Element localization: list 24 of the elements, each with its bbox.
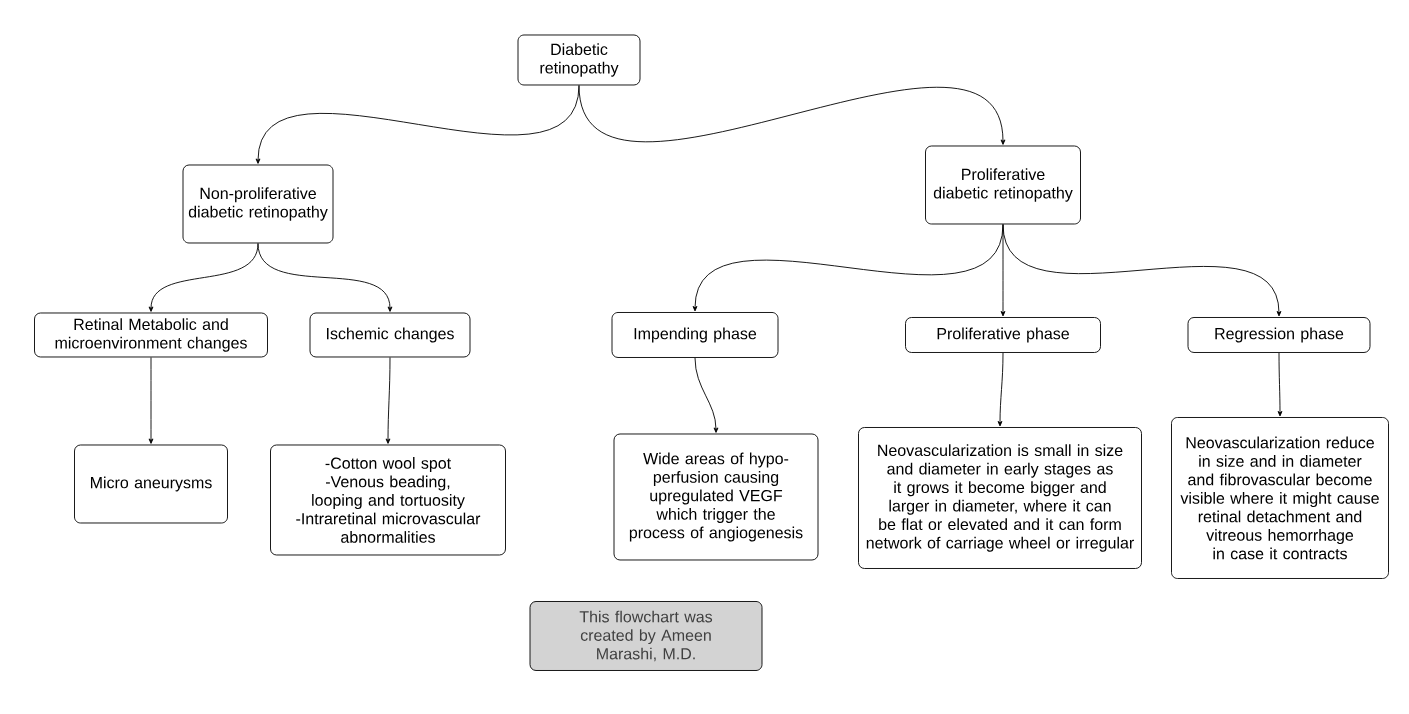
category-box: Ischemic changes [309, 312, 471, 358]
category-box: Impending phase [611, 312, 779, 358]
category-box: Proliferative diabetic retinopathy [925, 145, 1081, 225]
credit-box: This flowchart was created by Ameen Marashi, M.D. [529, 601, 763, 671]
arrow [148, 357, 154, 444]
description-box: -Cotton wool spot -Venous beading, looping and tortuosity -Intraretinal microvascular abnormalities [270, 444, 506, 556]
arrow [1002, 224, 1282, 317]
arrow [578, 85, 1006, 145]
category-box: Retinal Metabolic and microenvironment changes [34, 312, 268, 358]
arrow [997, 352, 1004, 427]
description-box: Micro aneurysms [74, 444, 228, 524]
arrow [148, 243, 259, 312]
arrow [1277, 352, 1283, 417]
category-box: Regression phase [1187, 317, 1371, 353]
arrow [257, 243, 393, 312]
description-box: Neovascularization reduce in size and in diameter and fibrovascular become visible where it might cause retinal detachment and vitreous hemorrhage in case it contracts [1171, 417, 1389, 579]
category-box: Proliferative phase [905, 317, 1101, 353]
arrow [1000, 224, 1006, 317]
description-box: Neovascularization is small in size and diameter in early stages as it grows it become bigger and larger in diameter, where it can be flat or elevated and it can form network of carriage wheel or irregular [858, 427, 1142, 569]
arrow [385, 357, 391, 444]
category-box: Non-proliferative diabetic retinopathy [182, 164, 334, 244]
description-box: Wide areas of hypo-perfusion causing upregulated VEGF which trigger the process of angiogenesis [613, 433, 819, 561]
category-box: Diabetic retinopathy [517, 34, 641, 86]
arrow [694, 357, 719, 433]
